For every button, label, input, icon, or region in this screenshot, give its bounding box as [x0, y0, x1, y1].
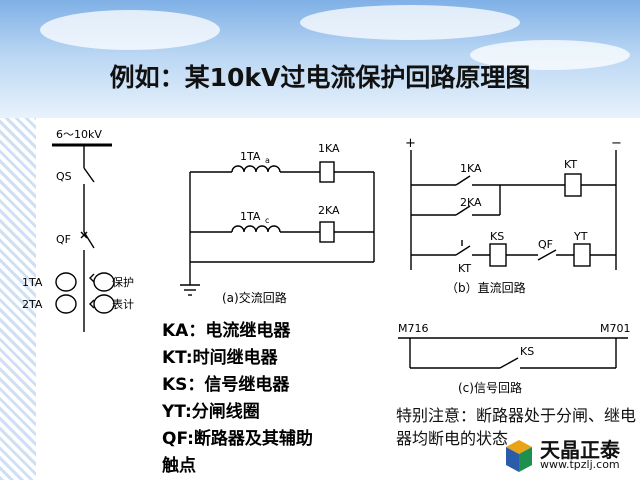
- ks-coil: [489, 243, 507, 267]
- signal-ks-label: KS: [520, 345, 534, 358]
- ac-ta1-label: 1TA: [240, 150, 261, 163]
- ac-caption: (a)交流回路: [222, 290, 287, 305]
- ta1-left-ring: [55, 272, 77, 292]
- legend-item: KT:时间继电器: [162, 348, 278, 368]
- cube-logo-icon: [506, 440, 532, 472]
- dc-ka2-label: 2KA: [460, 196, 482, 209]
- qf-mark: [80, 231, 88, 239]
- dc-caption: （b）直流回路: [446, 280, 526, 295]
- dc-minus-label: −: [611, 136, 622, 151]
- ka1-coil: [319, 161, 335, 183]
- ka2-coil: [319, 221, 335, 243]
- ta1-right-ring: [93, 272, 115, 292]
- qf-label: QF: [56, 233, 71, 246]
- left-hatch-strip: [0, 118, 36, 480]
- voltage-label: 6～10kV: [56, 128, 102, 141]
- qf-contact: [537, 249, 557, 261]
- cloud: [40, 10, 220, 50]
- watermark: 天晶正泰 www.tpzlj.com: [500, 432, 640, 480]
- yt-coil: [573, 243, 591, 267]
- signal-caption: (c)信号回路: [458, 380, 522, 395]
- watermark-name: 天晶正泰: [540, 438, 620, 462]
- qf-blade: [83, 231, 95, 249]
- watermark-url: www.tpzlj.com: [540, 458, 620, 471]
- legend-item: 触点: [162, 456, 196, 476]
- meter-arrow: [89, 299, 95, 309]
- diagram-panel: [36, 118, 640, 480]
- ta1-coil: [231, 165, 281, 173]
- sky-background: [0, 0, 640, 120]
- legend-item: YT:分闸线圈: [162, 402, 260, 422]
- ta1-label: 1TA: [22, 276, 43, 289]
- protect-arrow: [89, 273, 95, 283]
- ka1-label: 1KA: [318, 142, 340, 155]
- dc-kt2-label: KT: [458, 262, 471, 275]
- kt-coil: [564, 173, 582, 197]
- ka2-label: 2KA: [318, 204, 340, 217]
- dc-kt-label: KT: [564, 158, 577, 171]
- ta2-label: 2TA: [22, 298, 43, 311]
- ac-ta1-sub: a: [265, 156, 270, 165]
- dc-plus-label: +: [405, 136, 416, 151]
- protect-label: 保护: [112, 275, 134, 289]
- legend-item: KA：电流继电器: [162, 321, 291, 341]
- m701-label: M701: [600, 322, 631, 335]
- ks-contact: [499, 357, 519, 369]
- ka2-contact: [455, 205, 471, 216]
- cloud: [470, 40, 630, 70]
- cloud: [300, 5, 520, 40]
- qs-label: QS: [56, 170, 72, 183]
- meter-label: 表计: [112, 297, 134, 311]
- kt-contact: [455, 245, 471, 256]
- legend: KA：电流继电器 KT:时间继电器 KS：信号继电器 YT:分闸线圈 QF:断路…: [162, 318, 313, 480]
- ac-ta2-sub: c: [265, 216, 269, 225]
- ta2-right-ring: [93, 294, 115, 314]
- dc-ks-label: KS: [490, 230, 504, 243]
- slide-title: 例如：某10kV过电流保护回路原理图: [109, 63, 531, 92]
- m716-label: M716: [398, 322, 429, 335]
- legend-item: KS：信号继电器: [162, 375, 290, 395]
- ta2-coil: [231, 225, 281, 233]
- ka1-contact: [455, 175, 471, 186]
- dc-yt-label: YT: [573, 230, 588, 243]
- ac-ta2-label: 1TA: [240, 210, 261, 223]
- dc-qf-label: QF: [538, 238, 553, 251]
- qs-blade: [83, 167, 95, 183]
- special-note: 特别注意：断路器处于分闸、继电器均断电的状态: [396, 406, 637, 448]
- dc-ka1-label: 1KA: [460, 162, 482, 175]
- ta2-left-ring: [55, 294, 77, 314]
- legend-item: QF:断路器及其辅助: [162, 429, 313, 449]
